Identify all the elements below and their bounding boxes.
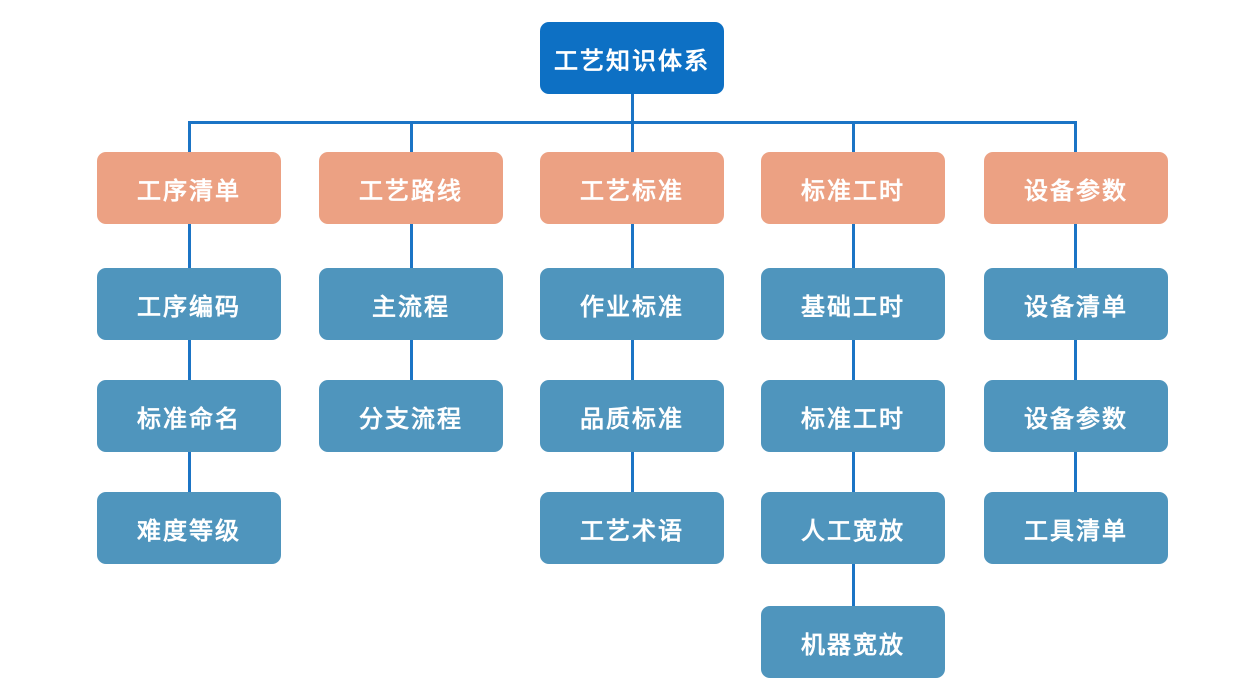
child-node-machine-allowance: 机器宽放	[761, 606, 945, 678]
child-node-label: 难度等级	[137, 517, 241, 545]
connector-col5-seg1	[1074, 224, 1077, 268]
child-node-label: 设备清单	[1024, 293, 1128, 321]
child-node-label: 标准工时	[801, 405, 905, 433]
connector-col4-seg3	[852, 452, 855, 492]
category-node-process-standard: 工艺标准	[540, 152, 724, 224]
child-node-label: 机器宽放	[801, 631, 905, 659]
child-node-label: 基础工时	[801, 293, 905, 321]
child-node-label: 分支流程	[359, 405, 463, 433]
child-node-standard-hours: 标准工时	[761, 380, 945, 452]
connector-bus-drop-col4	[852, 121, 855, 152]
child-node-main-flow: 主流程	[319, 268, 503, 340]
child-node-process-terminology: 工艺术语	[540, 492, 724, 564]
category-node-label: 工艺标准	[580, 177, 684, 205]
category-node-standard-hours: 标准工时	[761, 152, 945, 224]
connector-bus	[188, 121, 1077, 124]
connector-col4-seg4	[852, 564, 855, 606]
child-node-label: 品质标准	[580, 405, 684, 433]
category-node-label: 标准工时	[801, 177, 905, 205]
connector-col1-seg2	[188, 340, 191, 380]
child-node-operation-standard: 作业标准	[540, 268, 724, 340]
category-node-process-route: 工艺路线	[319, 152, 503, 224]
child-node-label: 人工宽放	[801, 517, 905, 545]
child-node-label: 设备参数	[1024, 405, 1128, 433]
connector-col5-seg2	[1074, 340, 1077, 380]
child-node-equipment-list: 设备清单	[984, 268, 1168, 340]
category-node-label: 设备参数	[1024, 177, 1128, 205]
child-node-label: 工具清单	[1024, 517, 1128, 545]
connector-col2-seg2	[410, 340, 413, 380]
child-node-basic-hours: 基础工时	[761, 268, 945, 340]
connector-col3-seg1	[631, 224, 634, 268]
root-node-label: 工艺知识体系	[554, 47, 710, 75]
category-node-label: 工艺路线	[359, 177, 463, 205]
child-node-tool-list: 工具清单	[984, 492, 1168, 564]
connector-bus-drop-col5	[1074, 121, 1077, 152]
child-node-manual-allowance: 人工宽放	[761, 492, 945, 564]
child-node-equipment-parameters: 设备参数	[984, 380, 1168, 452]
child-node-process-code: 工序编码	[97, 268, 281, 340]
child-node-standard-naming: 标准命名	[97, 380, 281, 452]
child-node-label: 作业标准	[580, 293, 684, 321]
child-node-difficulty-level: 难度等级	[97, 492, 281, 564]
child-node-branch-flow: 分支流程	[319, 380, 503, 452]
connector-col4-seg2	[852, 340, 855, 380]
category-node-equipment-params: 设备参数	[984, 152, 1168, 224]
child-node-label: 工艺术语	[580, 517, 684, 545]
connector-bus-drop-col1	[188, 121, 191, 152]
category-node-process-list: 工序清单	[97, 152, 281, 224]
connector-bus-drop-col2	[410, 121, 413, 152]
child-node-quality-standard: 品质标准	[540, 380, 724, 452]
connector-col5-seg3	[1074, 452, 1077, 492]
connector-col1-seg1	[188, 224, 191, 268]
connector-col3-seg3	[631, 452, 634, 492]
connector-col3-seg2	[631, 340, 634, 380]
category-node-label: 工序清单	[137, 177, 241, 205]
connector-col4-seg1	[852, 224, 855, 268]
child-node-label: 工序编码	[137, 293, 241, 321]
connector-col1-seg3	[188, 452, 191, 492]
child-node-label: 标准命名	[137, 405, 241, 433]
root-node: 工艺知识体系	[540, 22, 724, 94]
child-node-label: 主流程	[372, 293, 450, 321]
connector-col2-seg1	[410, 224, 413, 268]
